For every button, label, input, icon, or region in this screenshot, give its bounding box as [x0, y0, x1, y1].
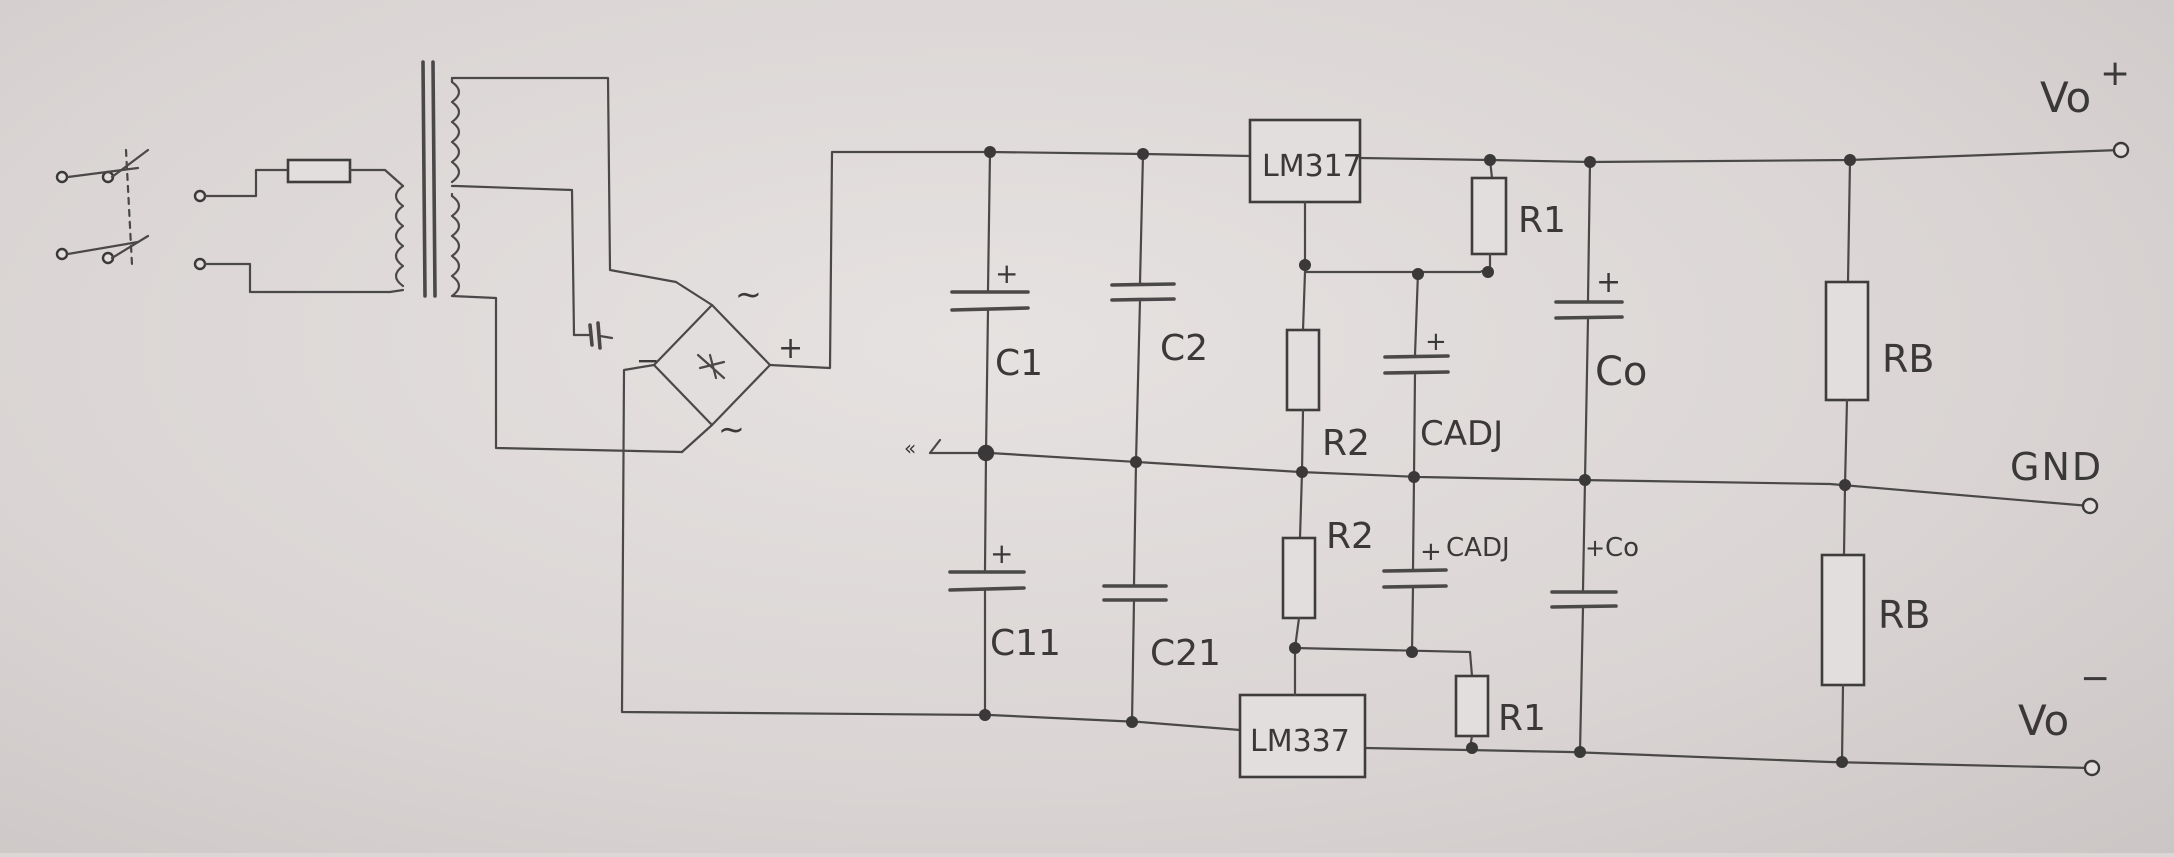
capacitor-c1: + C1: [950, 150, 1043, 455]
rb-bottom-label: RB: [1878, 593, 1930, 637]
transformer: [394, 60, 684, 454]
vo-plus-sign: +: [2100, 53, 2130, 94]
resistor-rb-bottom: RB: [1820, 483, 1930, 764]
capacitor-c2: C2: [1110, 152, 1208, 464]
c21-label: C21: [1150, 633, 1221, 674]
cadj-bottom-label: CADJ: [1446, 533, 1510, 563]
r1-bottom-label: R1: [1498, 698, 1546, 739]
vo-minus-sign: −: [2080, 658, 2110, 699]
resistor-rb-top: RB: [1824, 158, 1934, 487]
capacitor-cadj-top: + CADJ: [1383, 270, 1503, 479]
bridge-ac-bottom-label: ~: [718, 410, 745, 448]
lm317-regulator: [1248, 118, 1362, 204]
bridge-plus-label: +: [778, 331, 803, 366]
mains-terminal-1: [193, 189, 207, 203]
capacitor-co-bottom: + Co: [1550, 478, 1639, 754]
vo-plus-terminal[interactable]: [2112, 141, 2130, 159]
c1-label: C1: [995, 343, 1043, 384]
vo-plus-label: Vo: [2040, 73, 2091, 122]
co-bottom-polarity: +: [1585, 534, 1605, 562]
mains-terminal-2: [193, 257, 207, 271]
fuse: [286, 158, 352, 184]
lm337-label: LM337: [1250, 724, 1350, 759]
cadj-top-polarity: +: [1425, 327, 1447, 357]
r2-bottom-label: R2: [1326, 516, 1374, 557]
gnd-label: GND: [2010, 445, 2103, 489]
lm317-label: LM317: [1262, 149, 1362, 184]
bridge-minus-label: −: [636, 344, 659, 377]
co-top-polarity: +: [1596, 265, 1621, 300]
co-top-label: Co: [1595, 349, 1647, 395]
capacitor-co-top: + Co: [1554, 160, 1647, 482]
cadj-bottom-polarity: +: [1420, 537, 1442, 567]
resistor-r1-bottom: R1: [1454, 650, 1546, 750]
bridge-ac-top-label: ~: [735, 275, 762, 313]
gnd-terminal[interactable]: [2081, 497, 2099, 515]
mains-switch: [55, 148, 150, 267]
lm337-regulator: [1238, 693, 1367, 779]
cadj-top-label: CADJ: [1420, 414, 1503, 454]
resistor-r1-top: R1: [1470, 158, 1566, 274]
c1-polarity: +: [995, 257, 1018, 290]
vo-minus-terminal[interactable]: [2083, 759, 2101, 777]
junction-dots: [977, 146, 1856, 768]
r2-top-label: R2: [1322, 423, 1370, 464]
c11-polarity: +: [990, 537, 1013, 570]
capacitor-c11: + C11: [948, 451, 1061, 717]
c2-label: C2: [1160, 328, 1208, 369]
capacitor-c21: C21: [1102, 460, 1221, 724]
capacitor-cadj-bottom: + CADJ: [1382, 475, 1510, 654]
resistor-r2-bottom: R2: [1281, 470, 1374, 650]
r1-top-label: R1: [1518, 200, 1566, 241]
c11-label: C11: [990, 623, 1061, 664]
vo-minus-label: Vo: [2018, 696, 2069, 745]
bridge-rectifier: ~ ~ + −: [636, 275, 803, 448]
resistor-r2-top: R2: [1285, 270, 1370, 474]
rb-top-label: RB: [1882, 337, 1934, 381]
gnd-tap-mark: «: [904, 436, 916, 460]
co-bottom-label: Co: [1605, 533, 1639, 563]
